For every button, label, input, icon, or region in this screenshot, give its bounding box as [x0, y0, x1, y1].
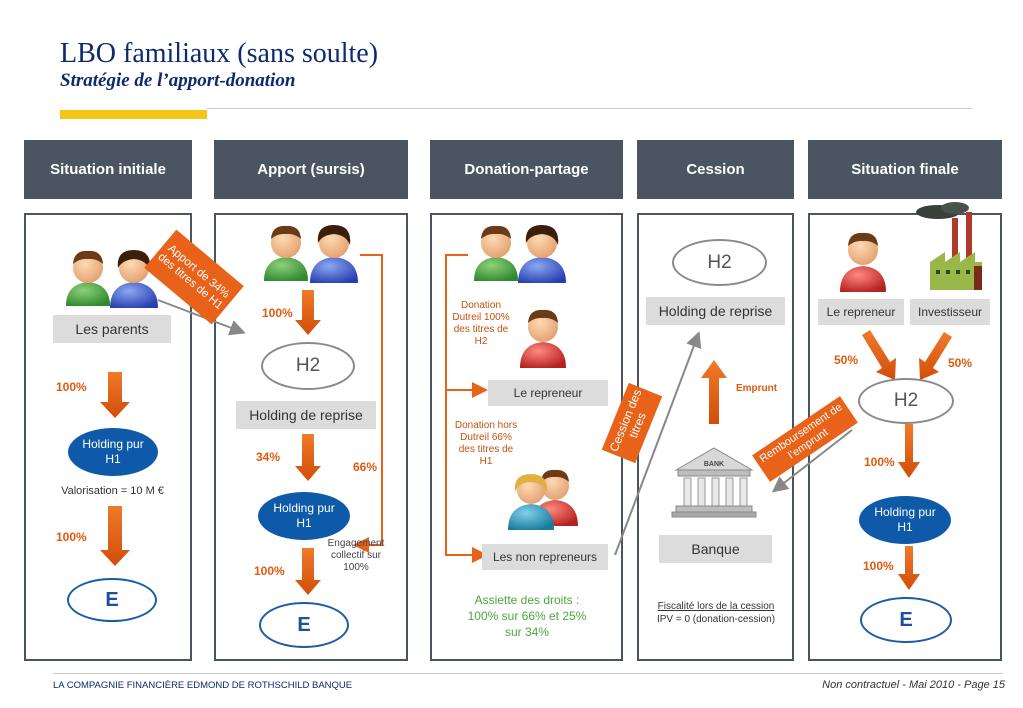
- emprunt-arrow: [701, 360, 727, 424]
- banque-box: Banque: [659, 535, 772, 563]
- assiette-label: Assiette des droits : 100% sur 66% et 25…: [467, 593, 587, 639]
- connector-non-repreneurs: [445, 390, 488, 563]
- company-e-apport: E: [259, 602, 349, 648]
- footer-company: LA COMPAGNIE FINANCIÈRE EDMOND DE ROTHSC…: [53, 680, 353, 691]
- donation-dutreil-label: Donation Dutreil 100% des titres de H2: [452, 300, 510, 347]
- h2-apport: H2: [261, 342, 355, 390]
- pct-initial-bottom: 100%: [56, 530, 87, 544]
- h2-final: H2: [858, 378, 954, 424]
- h2-cession: H2: [672, 239, 767, 286]
- remboursement-arrow: [771, 429, 853, 493]
- investisseur-box: Investisseur: [910, 299, 990, 325]
- couple-icon: [66, 250, 158, 308]
- fiscal-value: IPV = 0 (donation-cession): [656, 614, 776, 625]
- apport-arrow: [157, 299, 246, 336]
- repreneur-box-final: Le repreneur: [818, 299, 904, 325]
- man-icon: [840, 232, 886, 292]
- holding-reprise-cession: Holding de reprise: [646, 297, 785, 325]
- holding-h1-final: Holding pur H1: [859, 496, 951, 544]
- down-arrows: [100, 290, 920, 595]
- header-apport: Apport (sursis): [214, 140, 408, 199]
- pct-final-right: 50%: [948, 356, 973, 370]
- arrow-investisseur-to-h2: [919, 332, 952, 380]
- couple-icon: [264, 225, 358, 283]
- couple-icon: [474, 225, 566, 283]
- cession-arrow: [614, 331, 702, 556]
- company-e-initial: E: [67, 578, 157, 622]
- fiscal-title: Fiscalité lors de la cession: [657, 601, 775, 612]
- title-divider: [207, 108, 972, 109]
- pct-34: 34%: [256, 450, 281, 464]
- emprunt-label: Emprunt: [736, 383, 778, 394]
- pct-apport-top: 100%: [262, 306, 293, 320]
- pct-final-bottom: 100%: [863, 559, 894, 573]
- company-e-final: E: [860, 597, 952, 643]
- holding-reprise-apport: Holding de reprise: [236, 401, 376, 429]
- holding-h1-apport: Holding pur H1: [258, 492, 350, 540]
- holding-h1-initial: Holding pur H1: [68, 428, 158, 476]
- family-icon: [508, 469, 578, 530]
- repreneur-box-donation: Le repreneur: [488, 380, 608, 406]
- bank-icon: [671, 447, 757, 518]
- factory-icon: [916, 202, 982, 290]
- man-icon: [520, 309, 566, 368]
- accent-bar: [60, 110, 207, 119]
- pct-final-left: 50%: [834, 353, 859, 367]
- valuation-label: Valorisation = 10 M €: [61, 485, 164, 497]
- header-situation-initiale: Situation initiale: [24, 140, 192, 199]
- pct-final-mid: 100%: [864, 455, 895, 469]
- header-cession: Cession: [637, 140, 794, 199]
- connector-repreneur: [445, 254, 488, 398]
- parents-box: Les parents: [53, 315, 171, 343]
- footer-divider: [53, 673, 1003, 674]
- header-donation: Donation-partage: [430, 140, 623, 199]
- bank-sign: BANK: [704, 461, 724, 468]
- engagement-label: Engagement collectif sur 100%: [327, 538, 385, 573]
- slide-title: LBO familiaux (sans soulte): [60, 38, 379, 69]
- donation-hors-label: Donation hors Dutreil 66% des titres de …: [454, 420, 518, 467]
- pct-apport-bottom: 100%: [254, 564, 285, 578]
- slide-subtitle: Stratégie de l’apport-donation: [60, 70, 296, 91]
- pct-66: 66%: [353, 460, 378, 474]
- arrow-repreneur-to-h2: [862, 330, 896, 380]
- header-situation-finale: Situation finale: [808, 140, 1002, 199]
- footer-page: Non contractuel - Mai 2010 - Page 15: [822, 679, 1005, 691]
- connector-66: [353, 254, 383, 553]
- pct-initial-top: 100%: [56, 380, 87, 394]
- non-repreneurs-box: Les non repreneurs: [482, 544, 608, 570]
